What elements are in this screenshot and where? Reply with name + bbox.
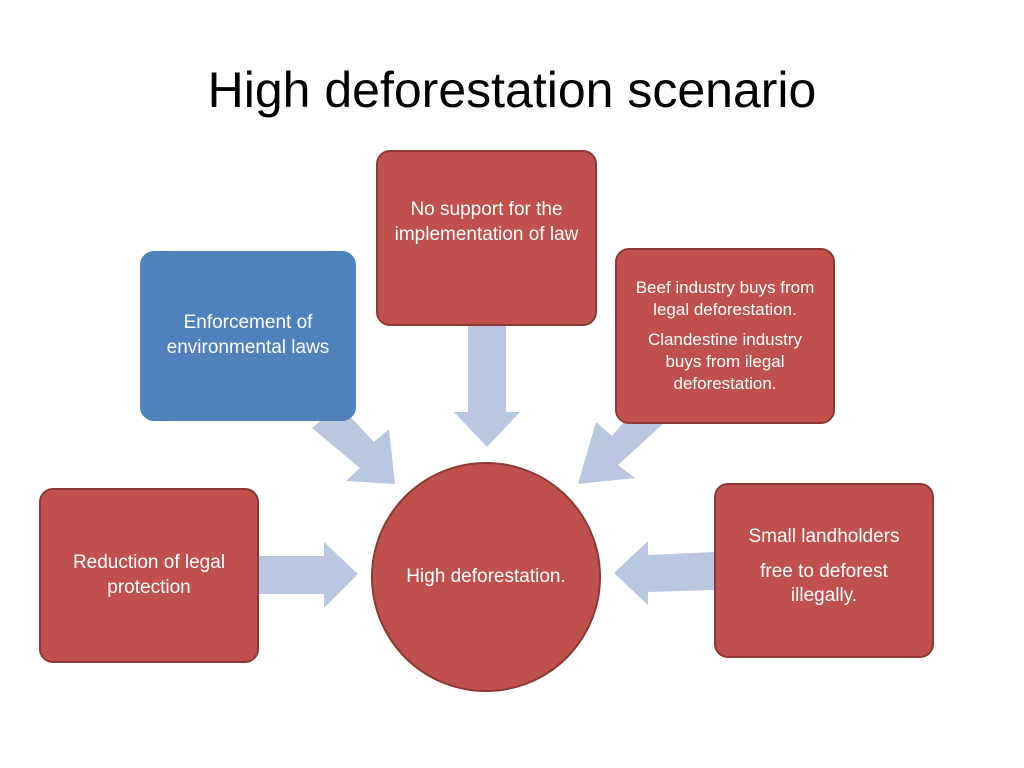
beef-industry-label: Beef industry buys from legal deforestat… xyxy=(635,277,815,319)
free-to-deforest-label: free to deforest illegally. xyxy=(760,560,888,607)
small-landholders-box: Small landholders free to deforest illeg… xyxy=(714,483,934,658)
arrow-from-no-support xyxy=(454,326,520,447)
clandestine-industry-label: Clandestine industry buys from ilegal de… xyxy=(647,329,803,394)
no-support-box: No support for the implementation of law xyxy=(376,150,597,326)
small-landholders-label: Small landholders xyxy=(748,526,900,547)
enforcement-label: Enforcement of environmental laws xyxy=(166,312,330,358)
arrow-from-small-landholders xyxy=(614,541,715,605)
enforcement-box: Enforcement of environmental laws xyxy=(140,251,356,421)
arrow-from-reduction xyxy=(259,542,358,608)
high-deforestation-label: High deforestation. xyxy=(406,565,566,587)
high-deforestation-circle: High deforestation. xyxy=(371,462,601,692)
no-support-label: No support for the implementation of law xyxy=(394,199,579,245)
reduction-box: Reduction of legal protection xyxy=(39,488,259,663)
slide-title: High deforestation scenario xyxy=(207,62,817,118)
reduction-label: Reduction of legal protection xyxy=(72,551,226,598)
beef-industry-box: Beef industry buys from legal deforestat… xyxy=(615,248,835,424)
arrow-from-enforcement xyxy=(312,405,395,484)
